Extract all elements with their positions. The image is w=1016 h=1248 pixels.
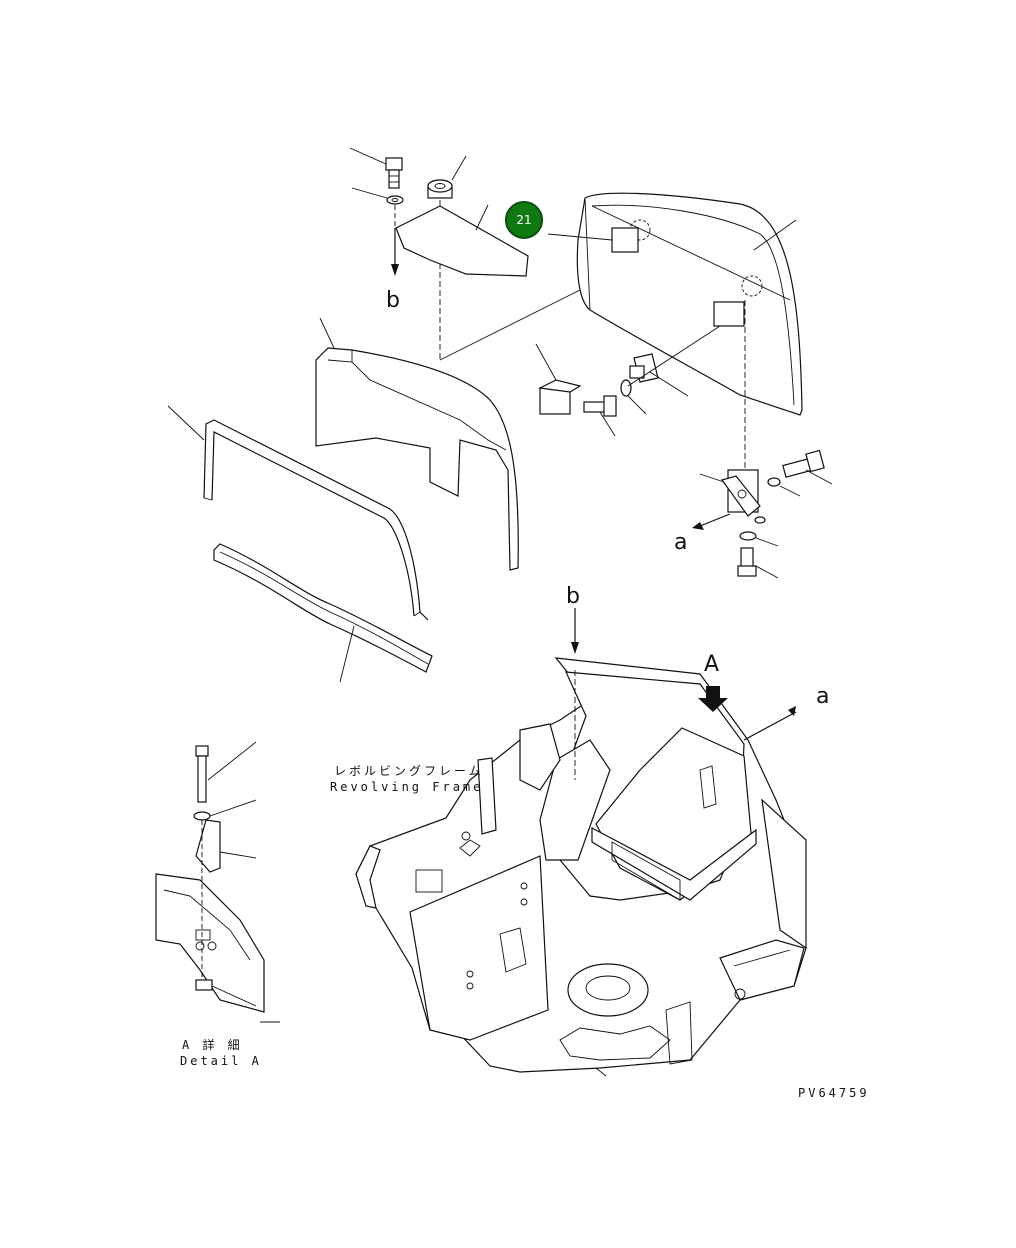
label-detail-japanese: A 詳 細	[182, 1038, 243, 1052]
arrow-a-right	[743, 706, 797, 741]
revolving-frame-part	[355, 657, 807, 1077]
nut-part	[427, 179, 453, 199]
callout-21-badge[interactable]: 21	[505, 201, 543, 239]
label-A-view: A	[704, 652, 720, 677]
arrow-A-view	[698, 686, 728, 712]
label-b-mid: b	[566, 584, 580, 609]
label-detail-english: Detail A	[180, 1054, 262, 1068]
plate-part	[395, 205, 529, 277]
label-b-top: b	[386, 288, 400, 313]
label-a-left: a	[674, 530, 688, 555]
callout-number: 21	[516, 213, 532, 227]
hinge-bolt-part	[782, 449, 825, 478]
arrow-a-left	[692, 513, 731, 530]
insulation-panel-part	[315, 347, 519, 571]
hinge-latch-part	[721, 469, 766, 524]
hinge-lower-bolt-part	[737, 547, 757, 577]
label-a-right: a	[816, 684, 830, 709]
washer-part	[386, 195, 404, 205]
bracket-part	[629, 353, 659, 383]
hood-cover-part	[576, 192, 803, 416]
detail-a-part	[155, 741, 280, 1023]
stopper-part	[537, 379, 582, 415]
drawing-code: PV64759	[798, 1086, 870, 1100]
small-bolt-part	[583, 379, 632, 417]
label-frame-japanese: レボルビングフレーム	[334, 764, 484, 778]
weatherstrip-part	[213, 543, 433, 673]
bolt-part	[385, 157, 403, 189]
label-frame-english: Revolving Frame	[330, 780, 484, 794]
arrow-b-top	[391, 228, 399, 276]
arrow-b-mid	[571, 608, 579, 654]
seal-frame-part	[203, 419, 429, 621]
